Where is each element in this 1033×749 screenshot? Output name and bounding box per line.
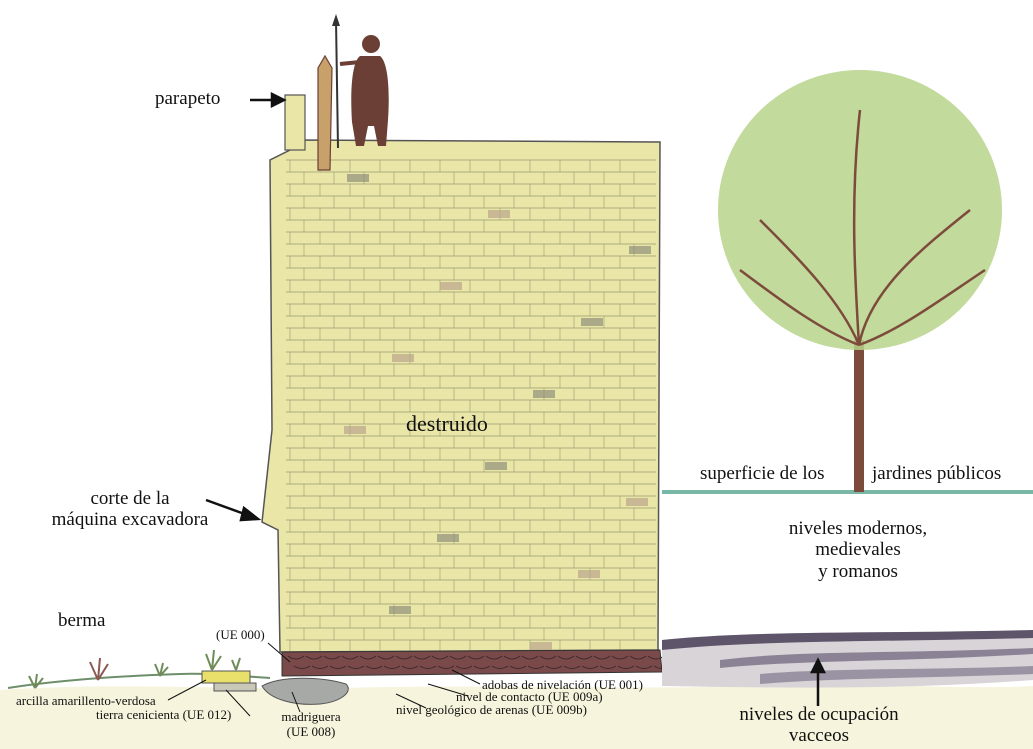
label-parapeto: parapeto [155,88,220,109]
foundation-ue000 [282,650,662,676]
label-superficie-b: jardines públicos [872,463,1001,484]
accent-brick [437,534,459,542]
accent-brick [629,246,651,254]
tierra-block [214,683,256,691]
accent-brick [389,606,411,614]
arcilla-block [202,671,250,683]
accent-brick [440,282,462,290]
tree-trunk [854,340,864,492]
label-corte-line2: máquina excavadora [30,509,230,530]
accent-brick [530,642,552,650]
label-corte-line1: corte de la [30,488,230,509]
accent-brick [626,498,648,506]
parapet [285,95,305,150]
accent-brick [392,354,414,362]
label-niveles-modernos-1: niveles modernos, [748,518,968,539]
label-corte: corte de la máquina excavadora [30,488,230,531]
accent-brick [485,462,507,470]
label-ue000: (UE 000) [216,628,265,643]
parapet-post [318,56,332,170]
label-ocupacion-1: niveles de ocupación [714,704,924,725]
label-ocupacion: niveles de ocupación vacceos [714,704,924,747]
label-destruido: destruido [406,412,488,437]
label-superficie-a: superficie de los [700,463,825,484]
accent-brick [533,390,555,398]
accent-brick [488,210,510,218]
label-geologico: nivel geológico de arenas (UE 009b) [396,703,587,718]
label-berma: berma [58,610,105,631]
label-madriguera-2: (UE 008) [276,725,346,740]
accent-brick [344,426,366,434]
label-ocupacion-2: vacceos [714,725,924,746]
label-tierra: tierra cenicienta (UE 012) [96,708,231,723]
label-madriguera-1: madriguera [276,710,346,725]
label-niveles-modernos-2: medievales [748,539,968,560]
accent-brick [347,174,369,182]
accent-brick [578,570,600,578]
label-niveles-modernos-3: y romanos [748,561,968,582]
label-niveles-modernos: niveles modernos, medievales y romanos [748,518,968,582]
soldier-figure [332,14,389,148]
adobe-wall [262,140,660,652]
accent-brick [581,318,603,326]
label-madriguera: madriguera (UE 008) [276,710,346,739]
